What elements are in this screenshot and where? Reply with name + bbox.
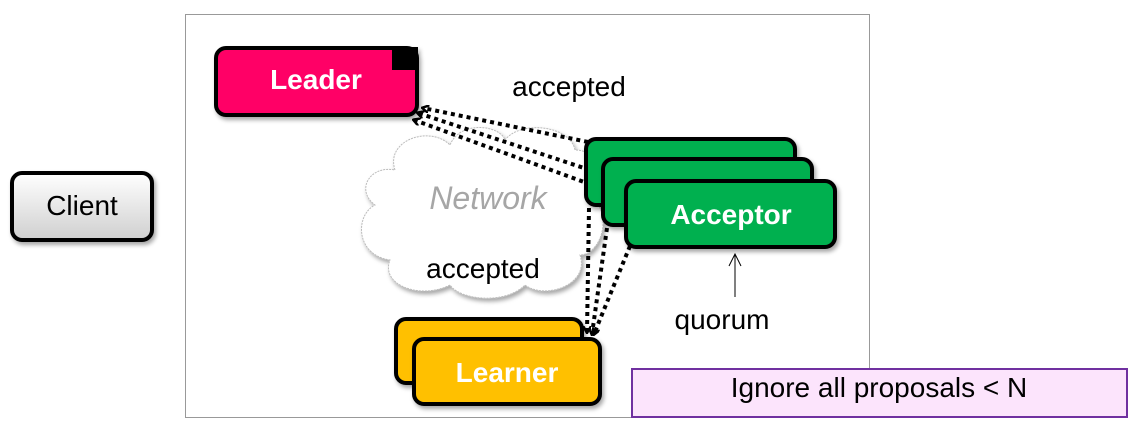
client-label: Client	[46, 190, 118, 221]
client-node[interactable]	[10, 171, 154, 242]
quorum-label: quorum	[675, 304, 770, 335]
accepted-label-top: accepted	[512, 71, 626, 102]
accepted-arrows-to-learner	[587, 207, 632, 334]
system-boundary	[185, 14, 870, 418]
leader-node[interactable]	[214, 46, 419, 117]
network-cloud	[361, 127, 604, 299]
note-box	[631, 368, 1128, 418]
accepted-arrows-to-leader	[414, 108, 629, 200]
acceptor-label: Acceptor	[670, 199, 791, 230]
leader-corner-marker	[392, 47, 418, 70]
note-text: Ignore all proposals < N	[731, 372, 1028, 403]
quorum-arrow	[728, 252, 742, 297]
network-label: Network	[429, 180, 548, 216]
learner-label: Learner	[456, 357, 559, 388]
accepted-label-bottom: accepted	[426, 253, 540, 284]
learner-node-1[interactable]	[412, 337, 602, 406]
acceptor-node-1[interactable]	[624, 179, 837, 249]
leader-label: Leader	[270, 64, 362, 95]
